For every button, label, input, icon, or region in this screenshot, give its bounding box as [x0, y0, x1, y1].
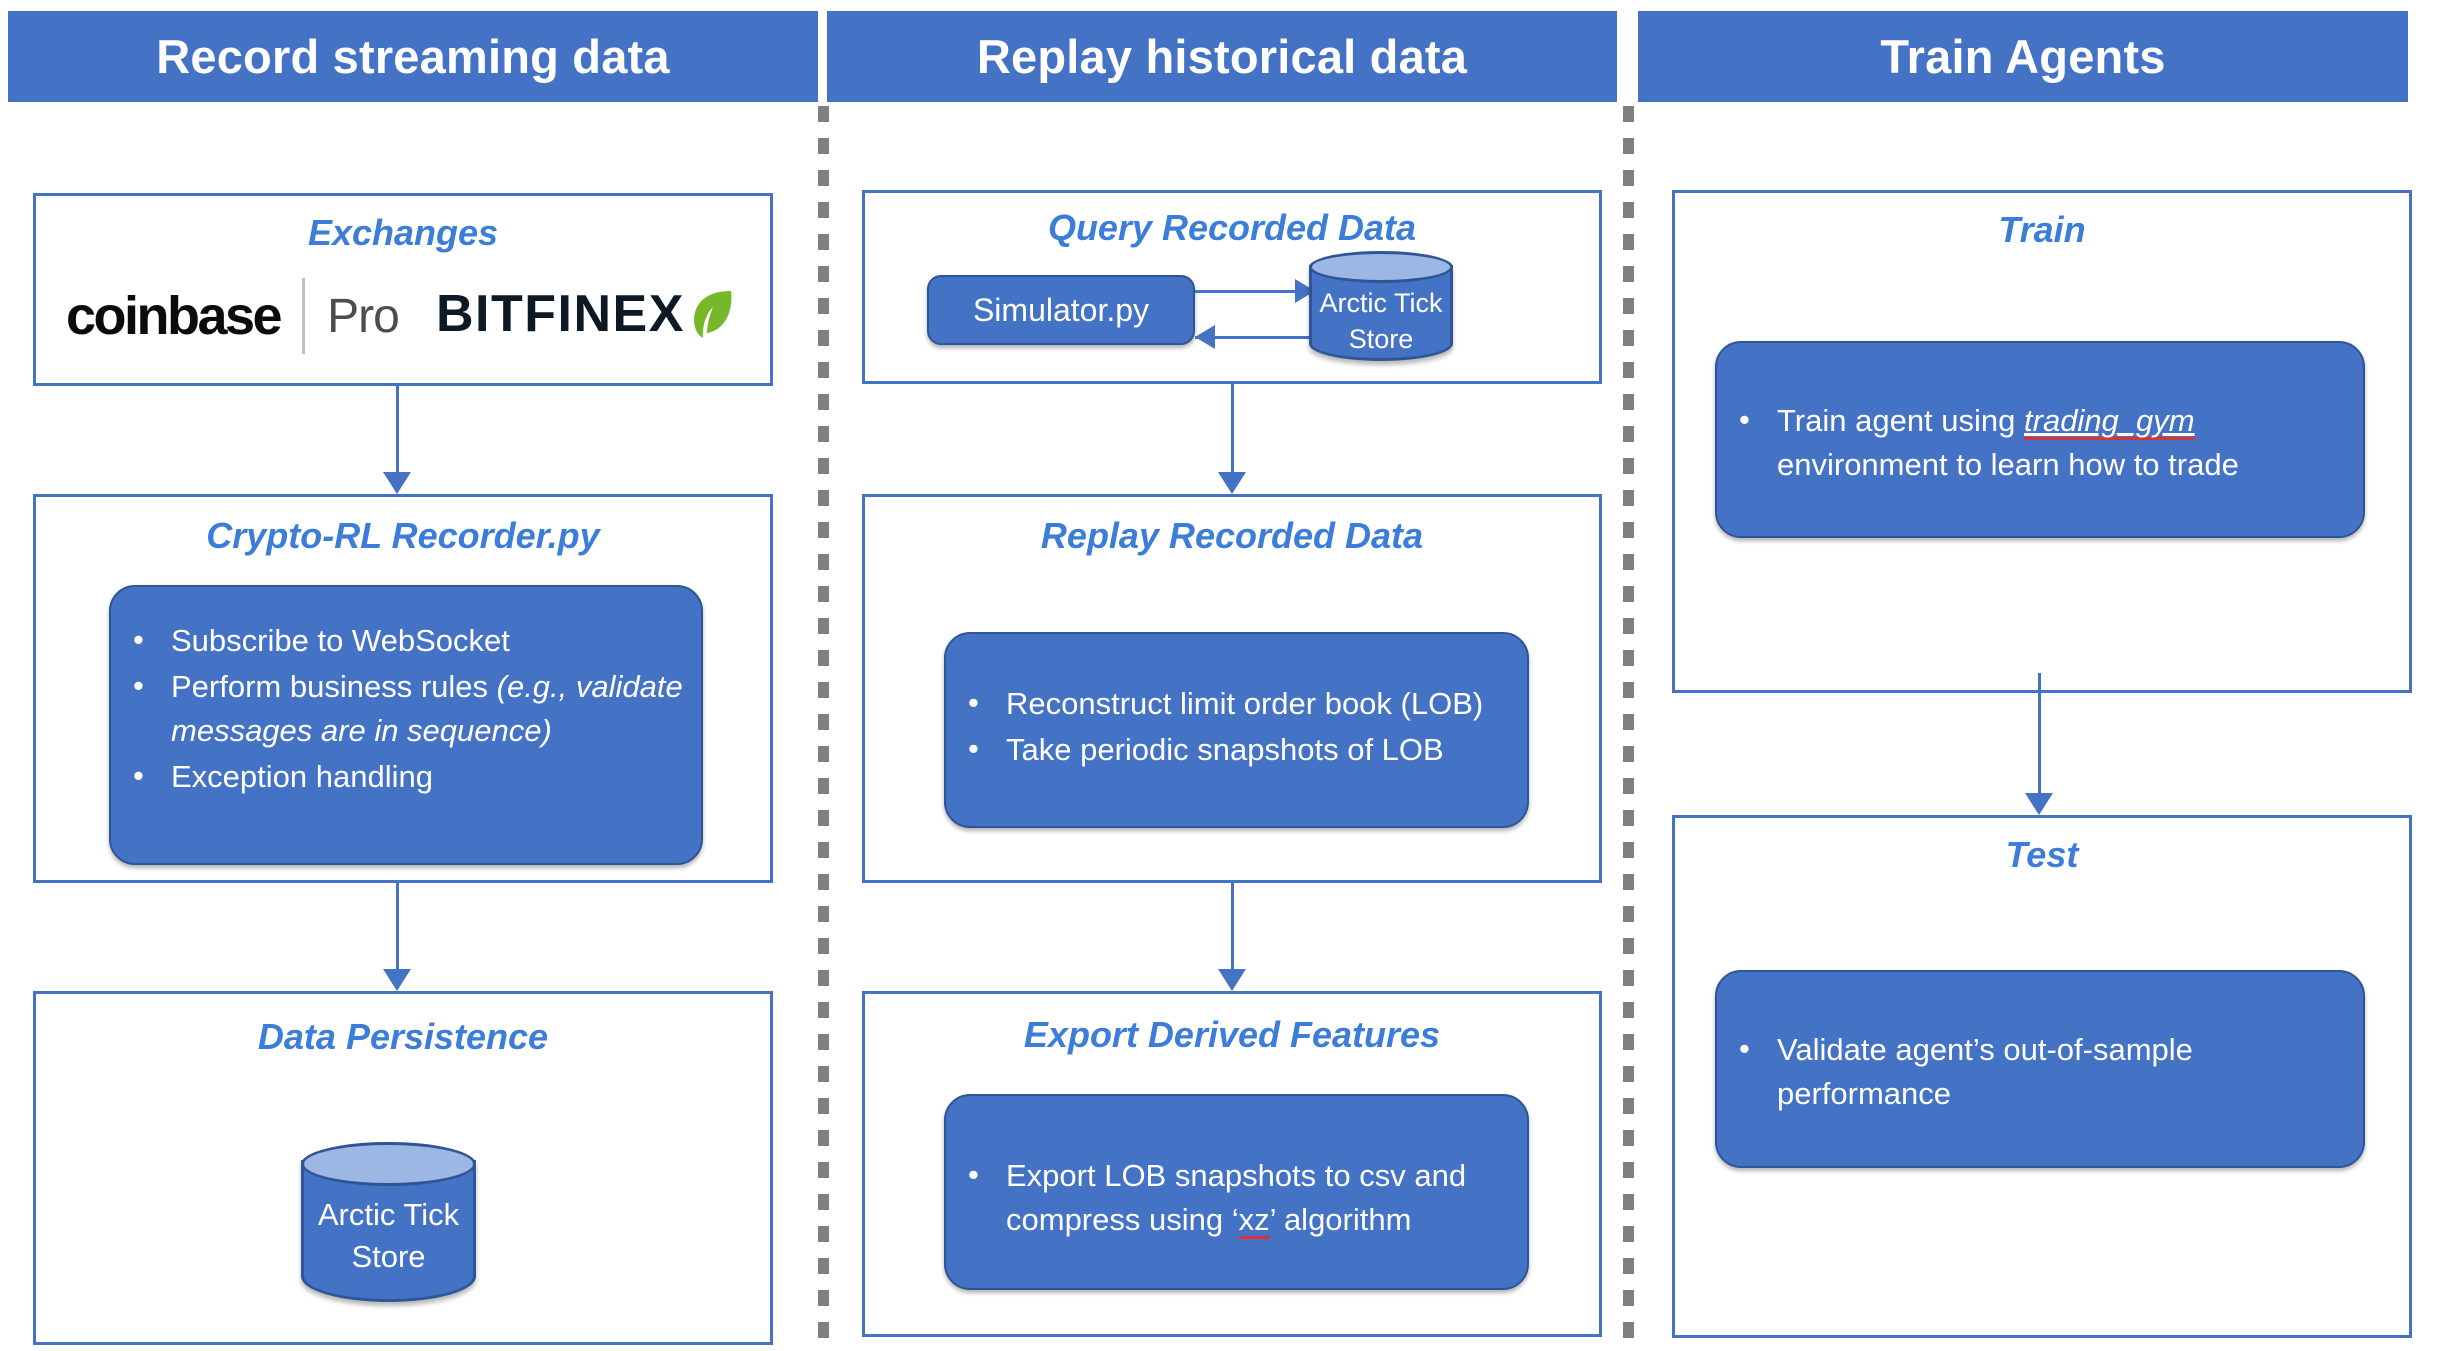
- bullet-text-pre: Train agent using: [1777, 403, 2025, 438]
- test-bullet-list: Validate agent’s out-of-sample performan…: [1725, 1027, 2323, 1116]
- arrow-simulator-to-store: [1195, 279, 1315, 303]
- section-train: Train Train agent using trading_gym envi…: [1672, 190, 2412, 693]
- train-bullet-list: Train agent using trading_gym environmen…: [1725, 398, 2333, 487]
- card-test-bullets: Validate agent’s out-of-sample performan…: [1715, 970, 2365, 1168]
- simulator-py-label: Simulator.py: [972, 291, 1150, 328]
- arrow-query-to-replay: [1218, 384, 1246, 494]
- list-item: Subscribe to WebSocket: [119, 618, 683, 663]
- coinbase-pro-wordmark: Pro: [327, 289, 400, 343]
- arrow-exchanges-to-recorder: [383, 386, 411, 494]
- section-query-title: Query Recorded Data: [1047, 207, 1417, 248]
- export-bullet-list: Export LOB snapshots to csv and compress…: [954, 1153, 1497, 1242]
- list-item: Take periodic snapshots of LOB: [954, 727, 1509, 772]
- list-item: Train agent using trading_gym environmen…: [1725, 398, 2333, 487]
- section-train-title: Train: [1998, 209, 2086, 250]
- arrow-train-to-test: [2025, 673, 2053, 815]
- section-export-derived-features: Export Derived Features Export LOB snaps…: [862, 991, 1602, 1337]
- cylinder-label-line2: Store: [1348, 324, 1414, 355]
- bullet-text-pre: Export LOB snapshots to csv and compress…: [1006, 1158, 1467, 1238]
- bitfinex-leaf-icon: [689, 289, 733, 339]
- column-header-record: Record streaming data: [8, 11, 818, 102]
- arctic-tick-store-cylinder-query: Arctic Tick Store: [1309, 251, 1453, 361]
- arrow-replay-to-export: [1218, 883, 1246, 991]
- column-header-replay: Replay historical data: [827, 11, 1617, 102]
- card-replay-bullets: Reconstruct limit order book (LOB) Take …: [944, 632, 1529, 828]
- bullet-text-post: environment to learn how to trade: [1777, 447, 2239, 483]
- section-replay-recorded-data: Replay Recorded Data Reconstruct limit o…: [862, 494, 1602, 883]
- column-header-replay-label: Replay historical data: [976, 30, 1468, 83]
- bullet-text-spellcheck: xz: [1238, 1202, 1270, 1240]
- cylinder-label-line1: Arctic Tick: [1319, 288, 1443, 318]
- replay-bullet-list: Reconstruct limit order book (LOB) Take …: [954, 681, 1509, 772]
- section-test-title: Test: [2005, 834, 2079, 875]
- bullet-text-plain: Perform business rules: [171, 669, 497, 705]
- simulator-py-box: Simulator.py: [927, 275, 1195, 345]
- list-item: Reconstruct limit order book (LOB): [954, 681, 1509, 726]
- cylinder-label-line1: Arctic Tick: [317, 1197, 460, 1232]
- section-test: Test Validate agent’s out-of-sample perf…: [1672, 815, 2412, 1338]
- bitfinex-wordmark: BITFINEX: [436, 285, 685, 343]
- section-export-title: Export Derived Features: [1023, 1014, 1441, 1055]
- column-divider-left: [818, 106, 829, 1346]
- list-item: Perform business rules (e.g., validate m…: [119, 664, 683, 753]
- section-exchanges: Exchanges coinbase Pro BITFINEX: [33, 193, 773, 386]
- coinbase-pro-separator: [302, 278, 306, 354]
- cylinder-label-line2: Store: [351, 1238, 426, 1274]
- arctic-tick-store-cylinder-record: Arctic Tick Store: [301, 1142, 476, 1302]
- bullet-text-spellcheck: trading_gym: [2024, 403, 2195, 440]
- bullet-text-italic: (e.g., validate messages are in sequence…: [171, 669, 683, 749]
- section-query-recorded-data: Query Recorded Data Simulator.py Arctic …: [862, 190, 1602, 384]
- arrow-recorder-to-persistence: [383, 883, 411, 991]
- list-item: Exception handling: [119, 754, 683, 799]
- section-crypto-rl-recorder: Crypto-RL Recorder.py Subscribe to WebSo…: [33, 494, 773, 883]
- recorder-bullet-list: Subscribe to WebSocket Perform business …: [119, 618, 683, 799]
- column-divider-right: [1623, 106, 1634, 1346]
- section-data-persistence: Data Persistence Arctic Tick Store: [33, 991, 773, 1345]
- coinbase-wordmark: coinbase: [66, 286, 283, 346]
- column-header-train: Train Agents: [1638, 11, 2408, 102]
- section-exchanges-title: Exchanges: [307, 212, 499, 253]
- section-recorder-title: Crypto-RL Recorder.py: [206, 515, 600, 556]
- card-recorder-bullets: Subscribe to WebSocket Perform business …: [109, 585, 703, 865]
- card-export-bullets: Export LOB snapshots to csv and compress…: [944, 1094, 1529, 1290]
- list-item: Validate agent’s out-of-sample performan…: [1725, 1027, 2323, 1116]
- column-header-record-label: Record streaming data: [156, 30, 670, 83]
- bullet-text-post: ’ algorithm: [1269, 1202, 1412, 1238]
- arrow-store-to-simulator: [1195, 325, 1315, 349]
- card-train-bullets: Train agent using trading_gym environmen…: [1715, 341, 2365, 538]
- column-header-train-label: Train Agents: [1880, 30, 2166, 83]
- section-persistence-title: Data Persistence: [257, 1016, 549, 1057]
- list-item: Export LOB snapshots to csv and compress…: [954, 1153, 1497, 1242]
- section-replay-title: Replay Recorded Data: [1040, 515, 1424, 556]
